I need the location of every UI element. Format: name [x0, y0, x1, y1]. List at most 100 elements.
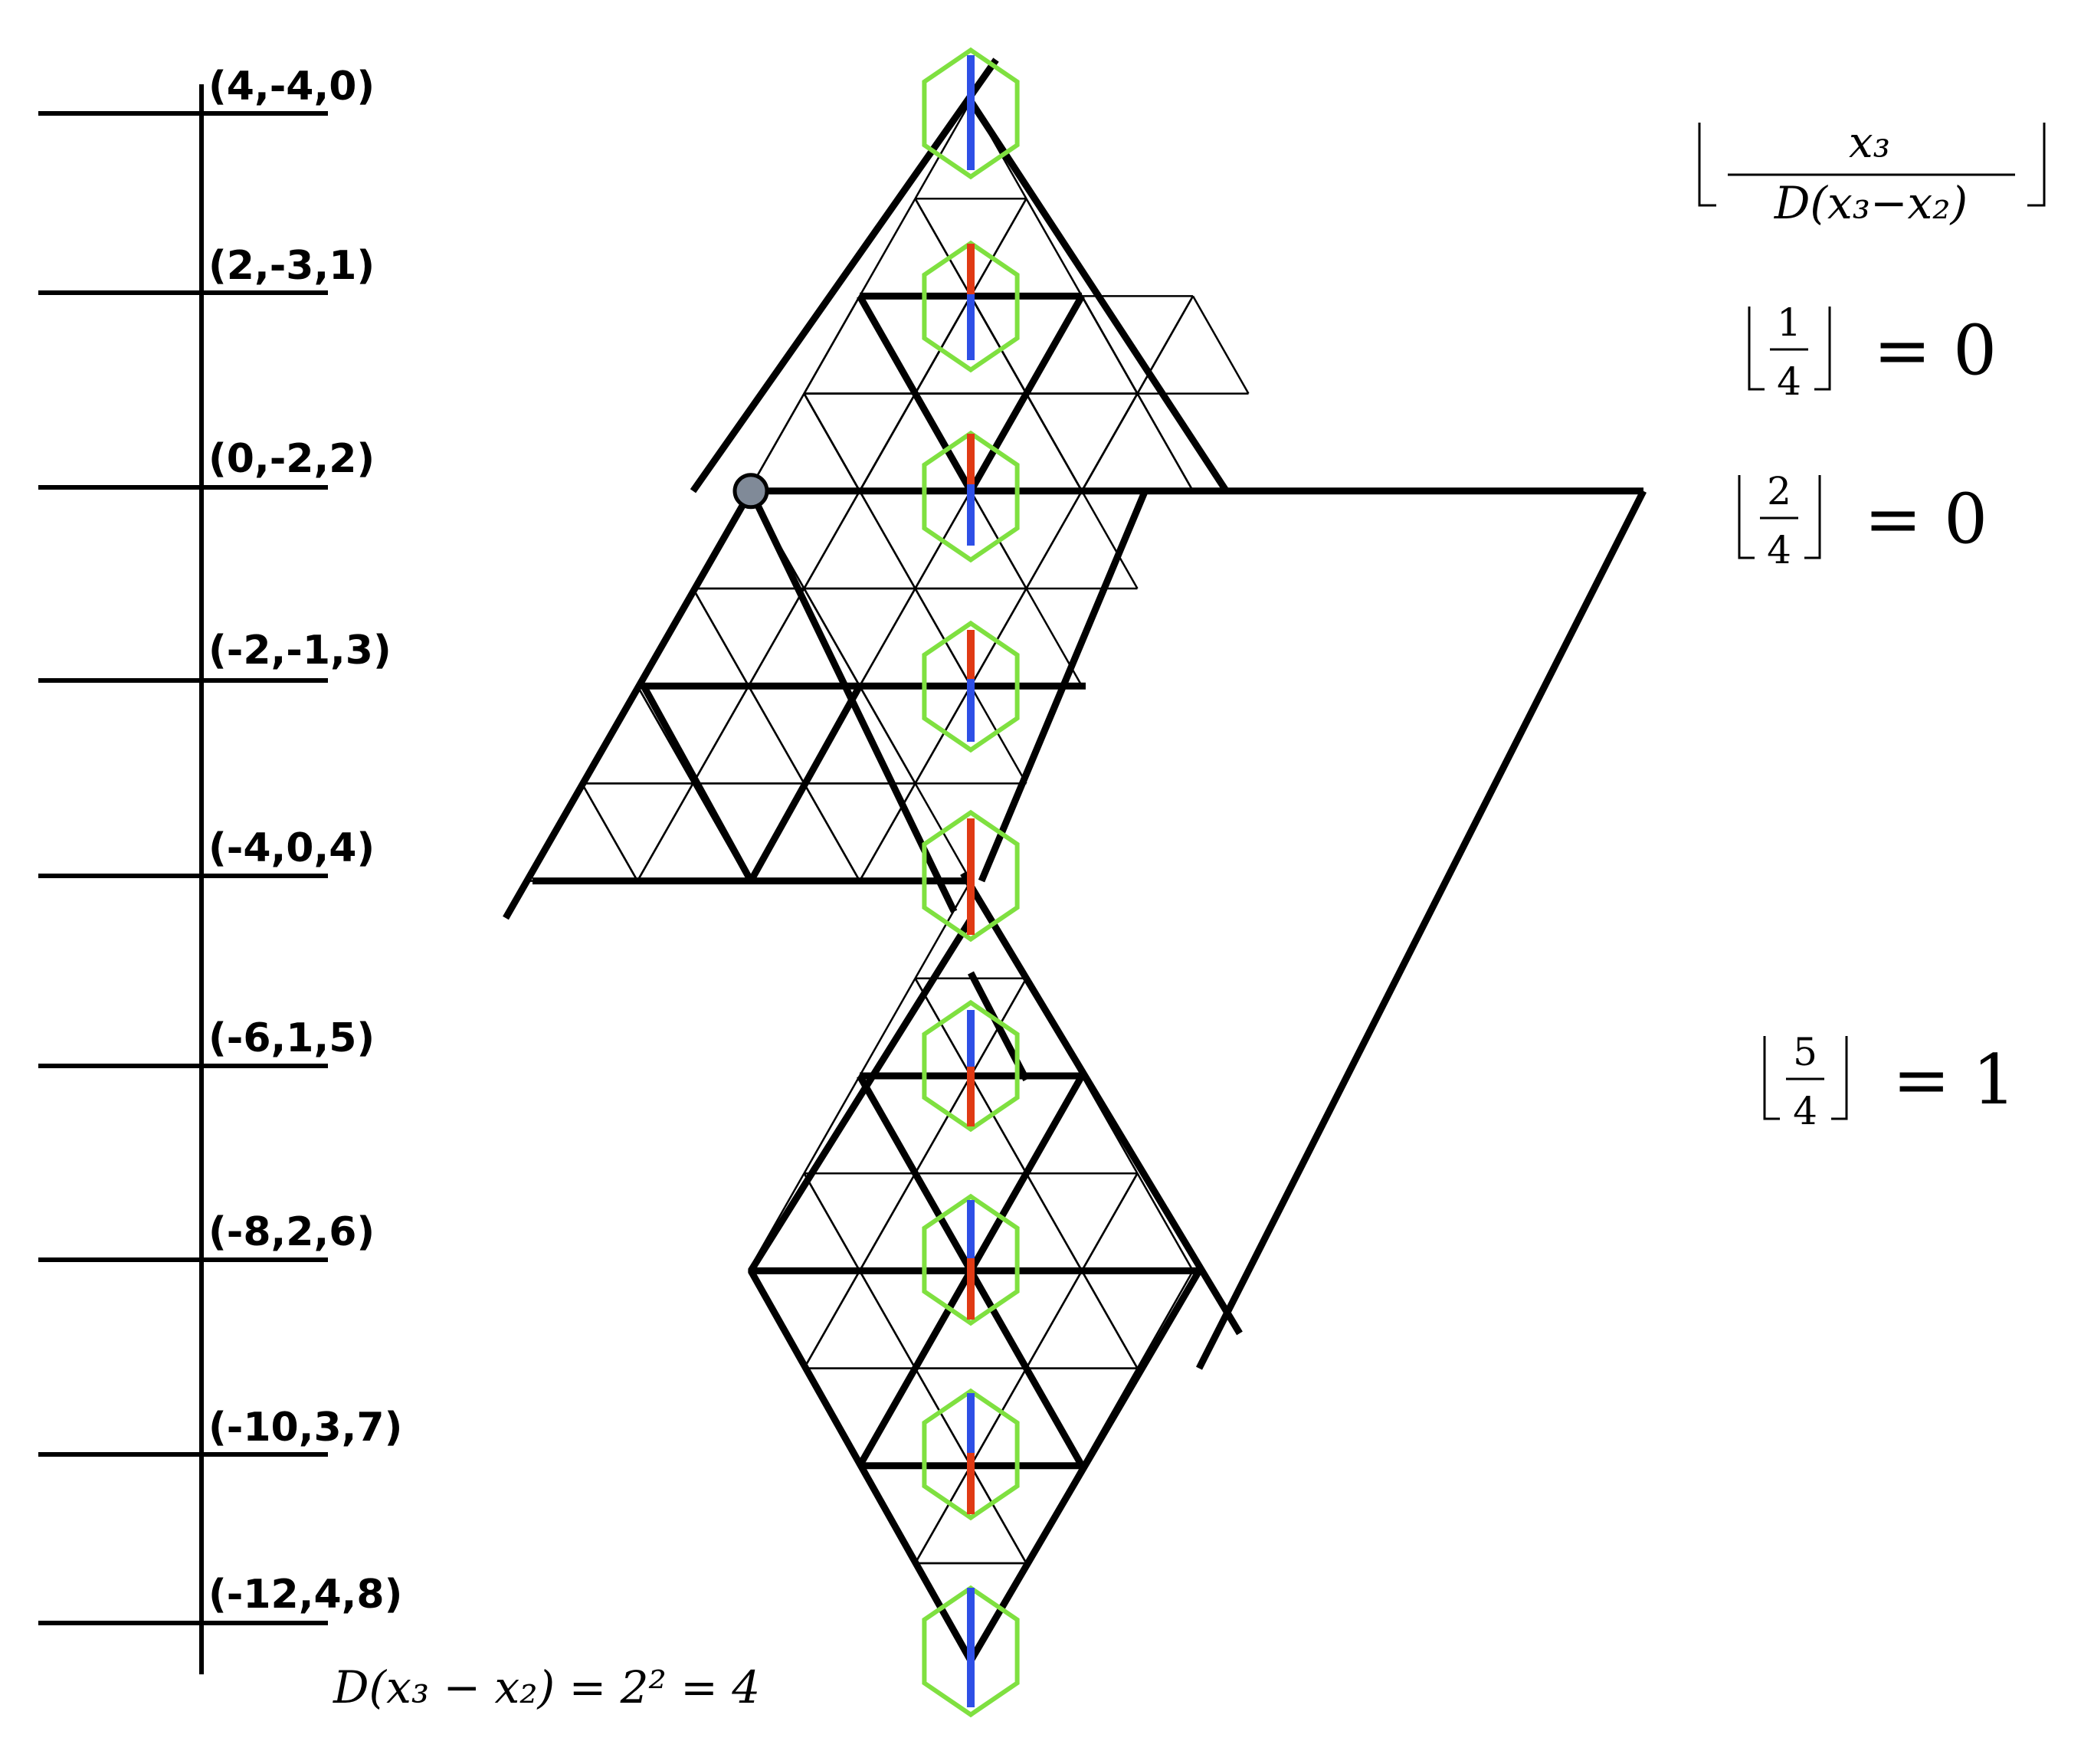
level-label: (-2,-1,3)	[208, 628, 392, 674]
thin-edge	[858, 490, 916, 589]
thin-edge	[1025, 198, 1083, 297]
floor-bracket-left	[1698, 123, 1716, 207]
thin-edge	[969, 295, 1027, 395]
thin-edge	[1080, 392, 1139, 492]
thin-edge	[1080, 490, 1139, 589]
formula-main-denominator: D(x₃−x₂)	[1774, 177, 1968, 229]
thin-edge	[1025, 490, 1083, 589]
formula-2-result: = 0	[1864, 479, 1987, 559]
level-axis	[38, 84, 328, 1674]
floor-formula-1: 1 4 = 0	[1748, 300, 1997, 404]
thick-edge	[503, 489, 754, 920]
level-label: (4,-4,0)	[208, 64, 375, 110]
floor-bracket-right	[1831, 1036, 1848, 1120]
thin-edge	[858, 198, 916, 297]
thick-edge	[641, 684, 754, 883]
hexagon-marker	[922, 240, 1020, 373]
thin-edge	[803, 782, 861, 882]
thin-edge	[803, 392, 861, 492]
floor-bracket-right	[1804, 475, 1821, 559]
thin-edge	[914, 685, 972, 785]
floor-bracket-right	[1814, 307, 1831, 391]
level-label: (0,-2,2)	[208, 436, 375, 482]
hexagon-marker	[922, 1388, 1020, 1521]
floor-bracket-left	[1748, 307, 1765, 391]
thin-edge	[858, 1172, 916, 1272]
lattice-node-dot	[732, 473, 769, 510]
level-label: (-4,0,4)	[208, 825, 375, 871]
formula-3-result: = 1	[1892, 1040, 2016, 1120]
hexagon-marker	[922, 47, 1020, 180]
thick-edge	[690, 57, 999, 493]
thin-edge	[1025, 392, 1083, 492]
thin-edge	[636, 685, 694, 785]
thin-edge	[803, 490, 861, 589]
thin-edge	[969, 1367, 1027, 1467]
thin-edge	[858, 978, 916, 1077]
thin-edge	[1080, 1270, 1139, 1369]
thin-edge	[1136, 392, 1194, 492]
formula-bottom: D(x₃ − x₂) = 2² = 4	[333, 1661, 760, 1713]
thin-edge	[858, 392, 916, 492]
thick-edge	[748, 684, 863, 883]
thin-edge	[914, 198, 972, 297]
floor-formula-3: 5 4 = 1	[1763, 1030, 2016, 1133]
formula-2-denominator: 4	[1767, 528, 1791, 572]
thin-edge	[636, 782, 694, 882]
thin-edge	[858, 588, 916, 687]
thin-edge	[914, 1367, 972, 1467]
level-label: (-6,1,5)	[208, 1015, 375, 1061]
thin-edge	[969, 685, 1027, 785]
formula-3-numerator: 5	[1793, 1030, 1817, 1074]
thick-edge	[1195, 489, 1647, 1370]
thin-edge	[1025, 588, 1083, 687]
thin-edge	[747, 685, 805, 785]
hexagon-marker	[922, 620, 1020, 753]
thin-edge	[1136, 295, 1194, 395]
formula-main-numerator: x₃	[1849, 118, 1890, 168]
formula-3-denominator: 4	[1793, 1089, 1817, 1133]
hexagon-markers	[922, 47, 1020, 1718]
thin-edge	[1191, 295, 1250, 395]
hexagon-marker	[922, 809, 1020, 943]
thin-edge	[1025, 1172, 1083, 1272]
thin-edge	[858, 782, 916, 882]
formula-1-result: = 0	[1873, 310, 1997, 391]
thick-edge	[968, 99, 1230, 493]
thin-edge	[914, 880, 972, 979]
level-label: (-10,3,7)	[208, 1405, 402, 1451]
floor-formula-main: x₃ D(x₃−x₂)	[1698, 118, 2046, 229]
hexagon-marker	[922, 1585, 1020, 1718]
thin-edge	[747, 588, 805, 687]
thin-edge	[969, 588, 1027, 687]
thin-edge	[1080, 1172, 1139, 1272]
level-label: (2,-3,1)	[208, 243, 375, 289]
thin-edge	[914, 588, 972, 687]
level-label: (-12,4,8)	[208, 1572, 402, 1618]
thin-edge	[1136, 1270, 1194, 1369]
thin-edge	[914, 100, 972, 199]
thin-edge	[692, 685, 750, 785]
thin-edge	[803, 295, 861, 395]
thin-edge	[803, 1172, 861, 1272]
thin-edge	[969, 198, 1027, 297]
thick-lattice-lines	[503, 57, 1647, 1663]
thin-edge	[914, 1075, 972, 1174]
formula-1-numerator: 1	[1777, 300, 1801, 345]
thin-edge	[692, 588, 750, 687]
thin-edge	[1025, 1270, 1083, 1369]
thin-edge	[581, 782, 639, 882]
thick-edge	[857, 294, 974, 493]
thick-edge	[968, 294, 1085, 493]
level-labels: (4,-4,0) (2,-3,1) (0,-2,2) (-2,-1,3) (-4,0,4…	[208, 64, 402, 1618]
thin-edge	[803, 1075, 861, 1174]
thin-edge	[858, 1270, 916, 1369]
hexagon-marker	[922, 430, 1020, 563]
thin-edge	[1136, 1172, 1194, 1272]
floor-formula-2: 2 4 = 0	[1738, 469, 1987, 572]
hexagon-marker	[922, 1193, 1020, 1326]
thin-edge	[803, 1270, 861, 1369]
floor-bracket-left	[1738, 475, 1755, 559]
thick-edge	[748, 917, 974, 1273]
